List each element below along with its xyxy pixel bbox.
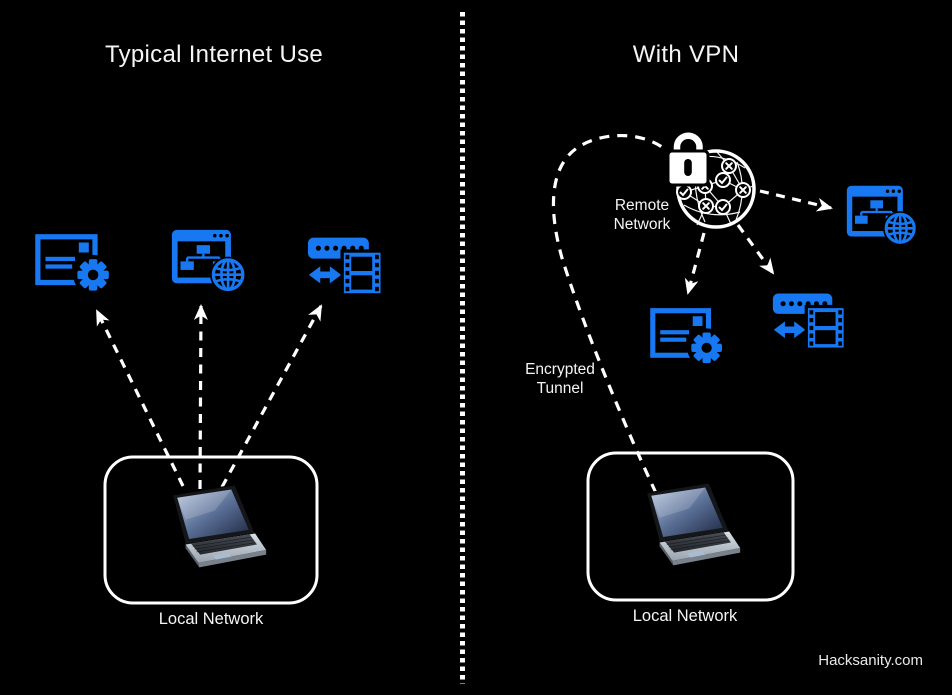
right-panel-graphics	[551, 130, 919, 602]
password-media-icon	[771, 291, 847, 351]
local-network-label-left: Local Network	[158, 610, 264, 628]
local-network-box	[586, 451, 795, 602]
arrow-laptop-to-web	[193, 304, 208, 490]
email-settings-icon	[653, 311, 726, 368]
local-network-box	[103, 455, 319, 605]
remote-network-globe-icon	[676, 149, 756, 229]
left-panel-graphics	[38, 228, 384, 605]
left-panel-title: Typical Internet Use	[104, 41, 324, 68]
arrow-laptop-to-media	[220, 304, 323, 488]
padlock-icon	[666, 130, 710, 187]
arrow-vpn-to-media	[736, 224, 775, 275]
email-settings-icon	[38, 237, 113, 295]
right-panel-title: With VPN	[632, 41, 740, 68]
password-media-icon	[306, 236, 384, 297]
remote-network-label: Remote Network	[613, 197, 671, 233]
web-browsing-icon	[845, 184, 919, 248]
encrypted-tunnel-path	[551, 134, 668, 494]
watermark: Hacksanity.com	[818, 652, 923, 669]
web-browsing-icon	[170, 228, 248, 295]
arrow-vpn-to-web	[759, 189, 833, 212]
laptop-image	[172, 484, 267, 568]
arrow-vpn-to-email	[684, 232, 706, 295]
local-network-label-right: Local Network	[632, 607, 738, 625]
encrypted-tunnel-label: Encrypted Tunnel	[525, 361, 595, 397]
arrow-laptop-to-email	[95, 309, 185, 487]
laptop-image	[646, 482, 741, 566]
